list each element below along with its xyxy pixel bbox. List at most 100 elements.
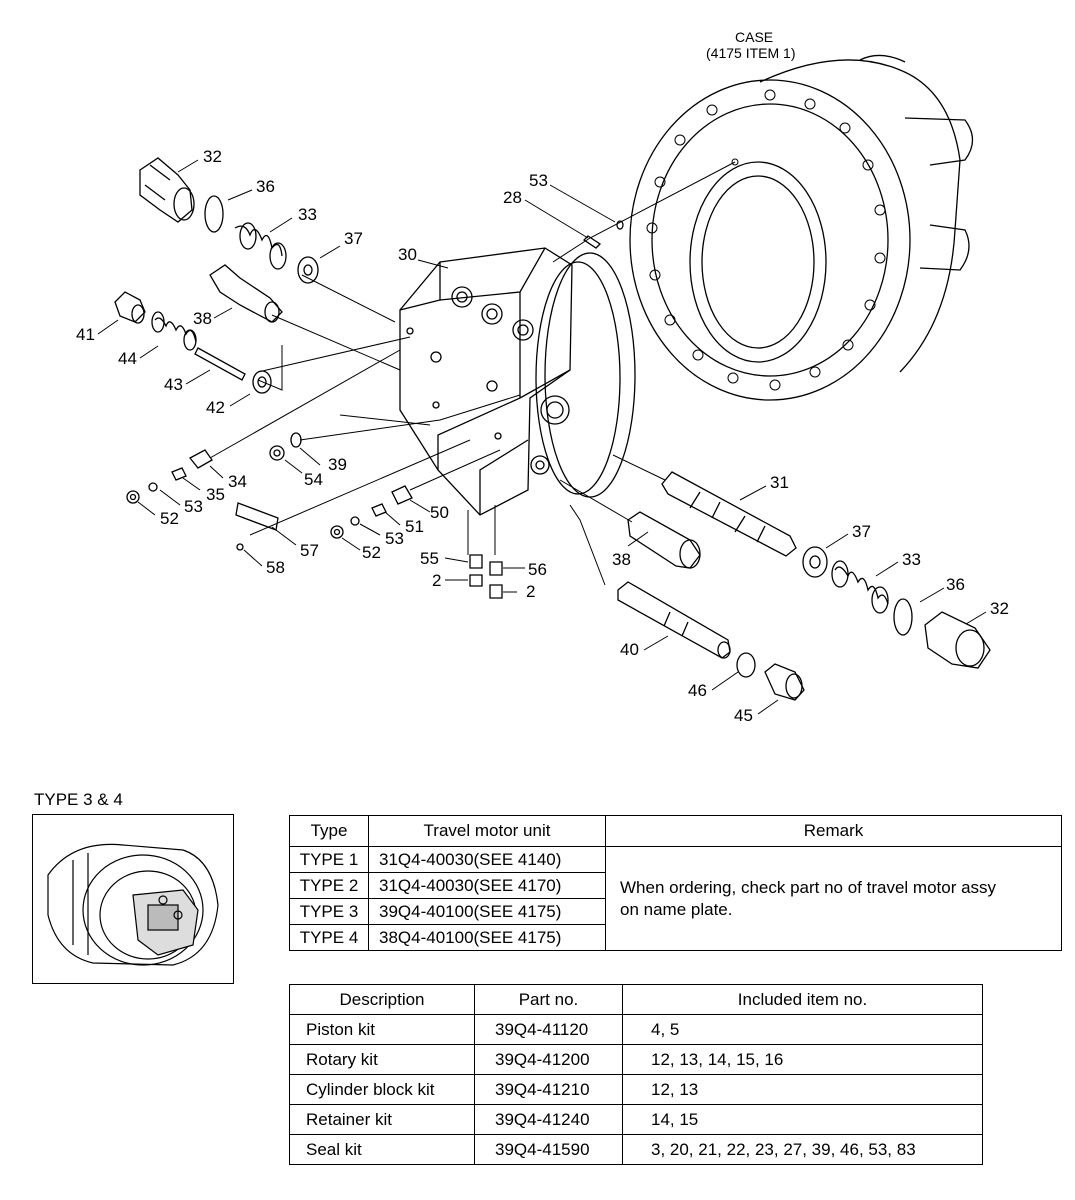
kit-table: Description Part no. Included item no. P… [289, 984, 983, 1165]
table-row: Piston kit 39Q4-41120 4, 5 [289, 1014, 983, 1045]
table-row: Cylinder block kit 39Q4-41210 12, 13 [289, 1074, 983, 1105]
plug-52-left [126, 490, 140, 504]
callout-53-top: 53 [529, 171, 548, 190]
callout-31: 31 [770, 473, 789, 492]
type-cell: TYPE 3 [289, 898, 369, 925]
callout-34: 34 [228, 472, 247, 491]
callout-50: 50 [430, 503, 449, 522]
type-cell: TYPE 4 [289, 924, 369, 951]
washer-37-left [297, 256, 319, 284]
callout-52-mid: 52 [362, 543, 381, 562]
header-type: Type [289, 815, 369, 847]
callout-36-right: 36 [946, 575, 965, 594]
callout-30: 30 [398, 245, 417, 264]
spool-40 [617, 581, 731, 659]
plug-32-left [139, 157, 195, 223]
remark-cell: When ordering, check part no of travel m… [605, 846, 1062, 951]
table-row: Retainer kit 39Q4-41240 14, 15 [289, 1104, 983, 1135]
plug-54 [269, 445, 285, 461]
callout-52-left: 52 [160, 509, 179, 528]
included-items-cell: 12, 13 [622, 1074, 983, 1105]
header-travel-motor-unit: Travel motor unit [368, 815, 606, 847]
included-items-cell: 12, 13, 14, 15, 16 [622, 1044, 983, 1075]
spring-33-right [834, 566, 889, 605]
o-ring-36-right [893, 598, 913, 636]
unit-cell: 31Q4-40030(SEE 4140) [368, 846, 606, 873]
description-cell: Cylinder block kit [289, 1074, 475, 1105]
callout-38-right: 38 [612, 550, 631, 569]
part-no-cell: 39Q4-41590 [474, 1134, 623, 1165]
plug-51 [371, 503, 387, 517]
plug-52-mid [330, 525, 344, 539]
pin-43 [194, 347, 246, 381]
header-remark: Remark [605, 815, 1062, 847]
case-label: CASE [735, 29, 773, 45]
exploded-parts-diagram: CASE (4175 ITEM 1) 32 36 33 37 30 53 28 … [76, 29, 1009, 725]
unit-cell: 39Q4-40100(SEE 4175) [368, 898, 606, 925]
callout-54: 54 [304, 470, 323, 489]
callout-38-left: 38 [193, 309, 212, 328]
part-no-cell: 39Q4-41200 [474, 1044, 623, 1075]
type-3-4-label: TYPE 3 & 4 [34, 790, 123, 809]
plug-2-b [489, 584, 503, 599]
callout-58: 58 [266, 558, 285, 577]
table-row: TYPE 4 38Q4-40100(SEE 4175) [289, 924, 1062, 951]
case-label-ref: (4175 ITEM 1) [706, 45, 795, 61]
callout-45: 45 [734, 706, 753, 725]
valve-38-left [209, 264, 283, 323]
unit-cell: 38Q4-40100(SEE 4175) [368, 924, 606, 951]
callout-37-right: 37 [852, 522, 871, 541]
washer-42 [252, 370, 272, 394]
callout-28: 28 [503, 188, 522, 207]
pin-28 [582, 235, 602, 249]
o-ring-36-left [204, 195, 224, 233]
valve-38-right [627, 511, 701, 569]
o-ring-39 [290, 432, 302, 448]
kit-table-header-row: Description Part no. Included item no. [289, 984, 983, 1015]
included-items-cell: 3, 20, 21, 22, 23, 27, 39, 46, 53, 83 [622, 1134, 983, 1165]
o-ring-53-top [616, 220, 624, 230]
callout-43: 43 [164, 375, 183, 394]
callout-53-mid: 53 [385, 529, 404, 548]
callout-39: 39 [328, 455, 347, 474]
header-part-no: Part no. [474, 984, 623, 1015]
table-row: TYPE 3 39Q4-40100(SEE 4175) [289, 898, 1062, 925]
plug-45 [764, 663, 805, 701]
type-cell: TYPE 2 [289, 872, 369, 899]
table-row: TYPE 2 31Q4-40030(SEE 4170) [289, 872, 1062, 899]
type-cell: TYPE 1 [289, 846, 369, 873]
table-row: Rotary kit 39Q4-41200 12, 13, 14, 15, 16 [289, 1044, 983, 1075]
plug-2-a [469, 574, 483, 587]
remark-line-2: on name plate. [620, 899, 733, 919]
part-no-cell: 39Q4-41240 [474, 1104, 623, 1135]
travel-motor-type-table: Type Travel motor unit Remark TYPE 1 31Q… [289, 815, 1062, 951]
callout-33-right: 33 [902, 550, 921, 569]
washer-37-right [802, 546, 828, 578]
pin-50 [391, 485, 413, 505]
plug-35 [171, 467, 187, 481]
type-3-4-thumbnail [32, 814, 234, 984]
callout-56: 56 [528, 560, 547, 579]
motor-block [399, 247, 636, 516]
callout-32-left: 32 [203, 147, 222, 166]
description-cell: Piston kit [289, 1014, 475, 1045]
spool-31 [661, 471, 797, 557]
callout-2-b: 2 [526, 582, 535, 601]
included-items-cell: 4, 5 [622, 1014, 983, 1045]
part-no-cell: 39Q4-41210 [474, 1074, 623, 1105]
pin-58 [236, 543, 244, 551]
callout-53-left: 53 [184, 497, 203, 516]
plug-55 [469, 554, 483, 569]
description-cell: Retainer kit [289, 1104, 475, 1135]
remark-line-1: When ordering, check part no of travel m… [620, 877, 997, 897]
callout-40: 40 [620, 640, 639, 659]
callout-55: 55 [420, 549, 439, 568]
callout-41: 41 [76, 325, 95, 344]
o-ring-46 [736, 652, 756, 678]
description-cell: Seal kit [289, 1134, 475, 1165]
type-table-header-row: Type Travel motor unit Remark [289, 815, 1062, 847]
callout-2-a: 2 [432, 571, 441, 590]
pin-34 [189, 449, 213, 469]
o-ring-53-left [148, 482, 158, 492]
spring-33-left [234, 225, 283, 257]
